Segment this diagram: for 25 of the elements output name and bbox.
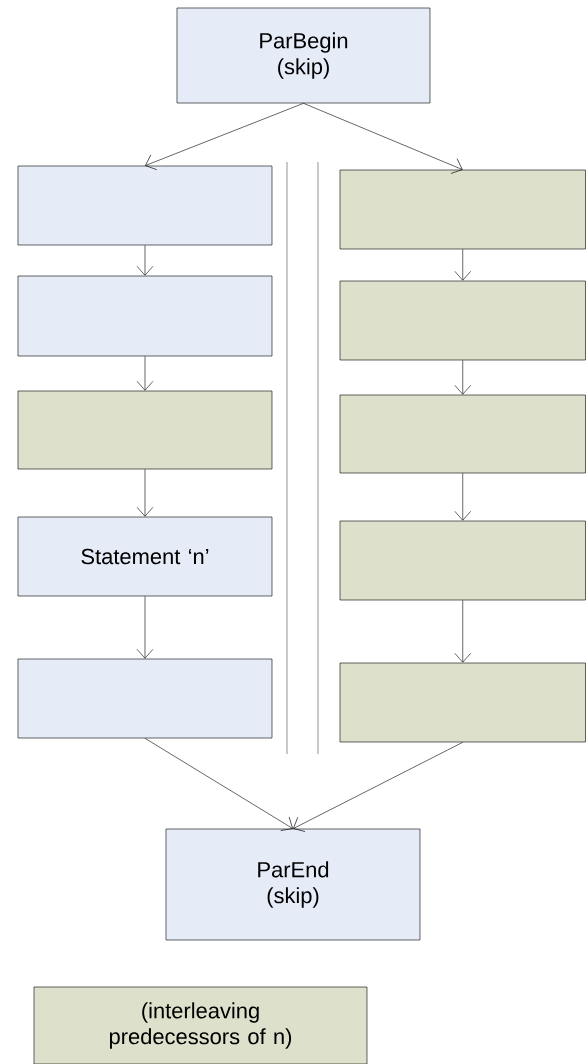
arrow — [145, 103, 304, 170]
empty-box — [339, 520, 586, 601]
arrow — [293, 742, 464, 832]
arrow — [303, 103, 463, 174]
arrow — [136, 469, 154, 517]
empty-box — [339, 280, 586, 361]
empty-box — [339, 662, 586, 743]
arrow — [136, 356, 154, 391]
legend-box: (interleaving predecessors of n) — [33, 986, 368, 1064]
arrow — [454, 249, 472, 281]
arrow — [136, 596, 154, 659]
arrow — [454, 600, 472, 663]
process-box: ParBegin (skip) — [176, 7, 431, 104]
arrow — [144, 738, 293, 831]
empty-box — [17, 658, 273, 739]
arrow — [454, 360, 472, 395]
process-box: ParEnd (skip) — [165, 828, 421, 941]
process-box: Statement ‘n’ — [17, 516, 273, 597]
empty-box — [17, 165, 273, 246]
empty-box — [339, 169, 586, 250]
empty-box — [17, 390, 273, 470]
arrow — [454, 473, 472, 521]
arrow — [136, 245, 154, 276]
empty-box — [17, 275, 273, 357]
empty-box — [339, 394, 586, 474]
